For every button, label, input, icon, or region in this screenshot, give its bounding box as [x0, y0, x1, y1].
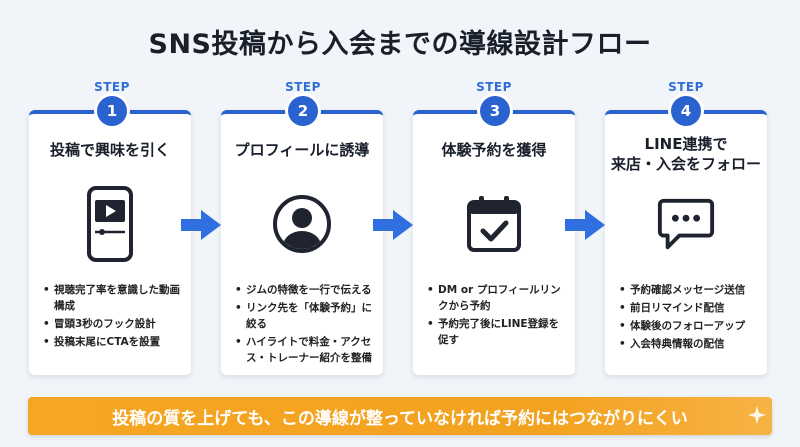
list-item: 予約確認メッセージ送信 [619, 282, 759, 298]
arrow-right-icon [565, 210, 605, 240]
summary-banner: 投稿の質を上げても、この導線が整っていなければ予約にはつながりにくい [28, 397, 772, 435]
list-item: 入会特典情報の配信 [619, 336, 759, 352]
step-1-card: 投稿で興味を引く 視聴完了率を意識した動画構成 冒頭3秒のフック設計 投稿末尾に… [29, 110, 191, 375]
user-profile-icon [272, 186, 332, 262]
step-1-bullets: 視聴完了率を意識した動画構成 冒頭3秒のフック設計 投稿末尾にCTAを設置 [43, 282, 183, 352]
step-3-heading: 体験予約を獲得 [441, 141, 547, 159]
step-2-label: STEP [285, 80, 321, 94]
list-item: 投稿末尾にCTAを設置 [43, 334, 183, 350]
list-item: 冒頭3秒のフック設計 [43, 316, 183, 332]
step-2-bullets: ジムの特徴を一行で伝える リンク先を「体験予約」に絞る ハイライトで料金・アクセ… [235, 282, 375, 368]
step-4-heading-line1: LINE連携で [644, 135, 728, 153]
page-title: SNS投稿から入会までの導線設計フロー [148, 29, 652, 60]
step-2-card: プロフィールに誘導 ジムの特徴を一行で伝える リンク先を「体験予約」に絞る ハイ… [221, 110, 383, 375]
summary-banner-text: 投稿の質を上げても、この導線が整っていなければ予約にはつながりにくい [112, 408, 688, 429]
step-1-number: 1 [97, 96, 127, 126]
arrow-right-icon [373, 210, 413, 240]
step-1-label: STEP [94, 80, 130, 94]
step-1-heading: 投稿で興味を引く [49, 141, 170, 159]
chat-bubble-icon [656, 186, 716, 262]
step-4-label: STEP [668, 80, 704, 94]
list-item: 予約完了後にLINE登録を促す [427, 316, 567, 348]
list-item: リンク先を「体験予約」に絞る [235, 300, 375, 332]
list-item: 前日リマインド配信 [619, 300, 759, 316]
list-item: ハイライトで料金・アクセス・トレーナー紹介を整備 [235, 334, 375, 366]
step-2-heading: プロフィールに誘導 [234, 141, 370, 159]
step-3-label: STEP [476, 80, 512, 94]
step-4-number: 4 [671, 96, 701, 126]
list-item: DM or プロフィールリンクから予約 [427, 282, 567, 314]
step-3-number: 3 [480, 96, 510, 126]
step-3-card: 体験予約を獲得 DM or プロフィールリンクから予約 予約完了後にLINE登録… [413, 110, 575, 375]
step-3-bullets: DM or プロフィールリンクから予約 予約完了後にLINE登録を促す [427, 282, 567, 350]
list-item: ジムの特徴を一行で伝える [235, 282, 375, 298]
list-item: 体験後のフォローアップ [619, 318, 759, 334]
step-4-card: LINE連携で 来店・入会をフォロー 予約確認メッセージ送信 前日リマインド配信… [605, 110, 767, 375]
step-4-bullets: 予約確認メッセージ送信 前日リマインド配信 体験後のフォローアップ 入会特典情報… [619, 282, 759, 354]
step-4-heading: LINE連携で 来店・入会をフォロー [605, 134, 767, 174]
calendar-check-icon [464, 186, 524, 262]
step-4-heading-line2: 来店・入会をフォロー [610, 155, 761, 173]
list-item: 視聴完了率を意識した動画構成 [43, 282, 183, 314]
sparkle-icon [748, 406, 766, 424]
arrow-right-icon [181, 210, 221, 240]
step-2-number: 2 [288, 96, 318, 126]
smartphone-video-icon [80, 186, 140, 262]
